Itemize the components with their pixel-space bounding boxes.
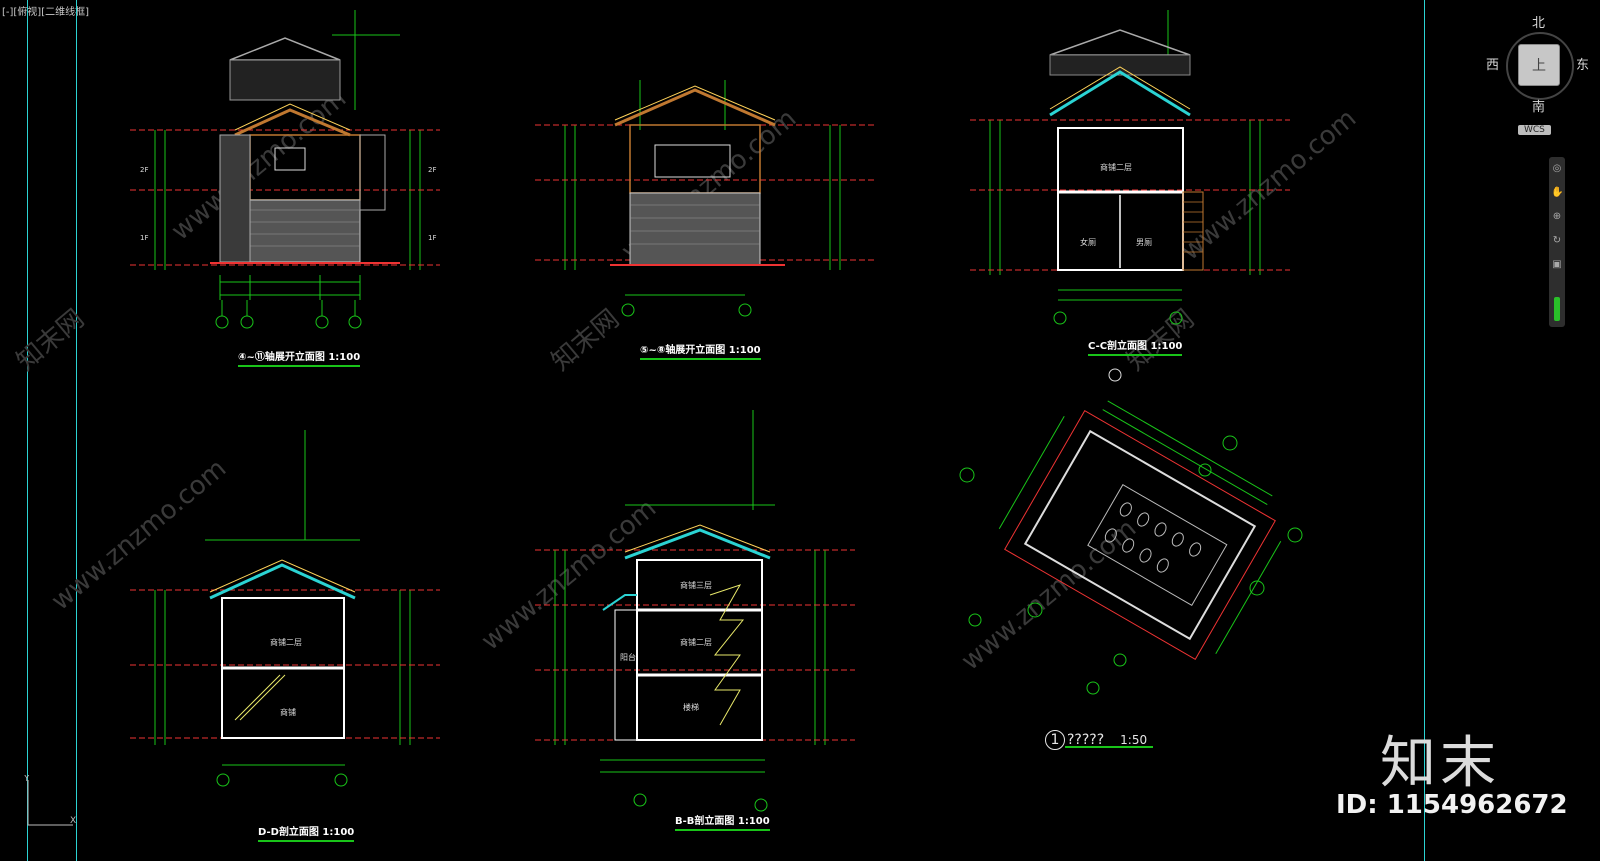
level-label-1f: 1F (140, 234, 148, 242)
room-label: 商铺三层 (680, 580, 712, 590)
viewport-controls-label[interactable]: [-][俯视][二维线框] (2, 7, 90, 18)
viewcube-east[interactable]: 东 (1576, 58, 1590, 73)
drawing-title-text: B-B剖立面图 1:100 (675, 816, 770, 827)
sheet-frame-right (1424, 0, 1425, 861)
section-drawing-b[interactable]: 商铺三层 商铺二层 楼梯 阳台 (515, 400, 895, 820)
room-label: 商铺二层 (680, 637, 712, 647)
viewcube-west[interactable]: 西 (1486, 58, 1500, 73)
room-label: 商铺 (280, 707, 296, 717)
viewcube-north[interactable]: 北 (1532, 16, 1546, 31)
full-navigation-wheel-icon[interactable]: ◎ (1552, 163, 1562, 174)
navbar-scroll-thumb[interactable] (1554, 297, 1560, 321)
pan-icon[interactable]: ✋ (1551, 187, 1564, 198)
plan-title: 1????? 1:50 (1045, 730, 1153, 750)
drawing-title-text: D-D剖立面图 1:100 (258, 827, 355, 838)
drawing-title: ⑤~⑧轴展开立面图 1:100 (640, 341, 761, 360)
room-label: 商铺二层 (270, 637, 302, 647)
drawing-title-text: ④~⑪轴展开立面图 1:100 (238, 352, 361, 363)
wcs-menu-button[interactable]: WCS (1518, 125, 1551, 135)
zoom-extents-icon[interactable]: ⊕ (1552, 211, 1562, 222)
plan-scale: 1:50 (1120, 733, 1148, 747)
room-label: 商铺二层 (1100, 162, 1132, 172)
svg-text:Y: Y (23, 775, 30, 784)
viewcube[interactable]: 北 西 东 南 上 WCS (1484, 8, 1594, 138)
room-label: 女厕 (1080, 237, 1096, 247)
sheet-frame-left (27, 0, 28, 861)
drawing-title: D-D剖立面图 1:100 (258, 823, 355, 842)
navigation-bar[interactable]: ◎ ✋ ⊕ ↻ ▣ (1549, 157, 1565, 327)
orbit-icon[interactable]: ↻ (1552, 235, 1562, 246)
watermark-diagonal-cn: 知末网 (11, 303, 91, 377)
watermark-logo: 知末 (1380, 731, 1500, 796)
plan-title-text: ????? (1067, 732, 1105, 748)
sheet-frame-inner-left (76, 0, 77, 861)
drawing-title-text: C-C剖立面图 1:100 (1088, 341, 1183, 352)
room-label: 楼梯 (683, 702, 699, 712)
viewcube-south[interactable]: 南 (1532, 100, 1546, 115)
watermark-id: ID: 1154962672 (1336, 790, 1568, 820)
room-label: 阳台 (620, 652, 636, 662)
ucs-icon: Y X (23, 775, 76, 826)
drawing-title: C-C剖立面图 1:100 (1088, 337, 1183, 356)
drawing-title-text: ⑤~⑧轴展开立面图 1:100 (640, 345, 761, 356)
level-label-2f: 2F (140, 166, 148, 174)
showmotion-icon[interactable]: ▣ (1552, 259, 1562, 270)
svg-text:X: X (70, 816, 76, 826)
section-drawing-c[interactable]: 商铺二层 女厕 男厕 (950, 10, 1310, 340)
drawing-title: B-B剖立面图 1:100 (675, 812, 770, 831)
room-label: 男厕 (1136, 238, 1152, 247)
plan-number: 1 (1045, 730, 1065, 750)
elevation-drawing-1[interactable]: 2F 1F 2F 1F (110, 0, 450, 360)
elevation-drawing-2[interactable] (515, 60, 895, 350)
section-drawing-d[interactable]: 商铺二层 商铺 (110, 420, 470, 800)
viewcube-top-face[interactable]: 上 (1518, 44, 1560, 86)
drawing-title: ④~⑪轴展开立面图 1:100 (238, 348, 361, 367)
rotated-floor-plan[interactable] (955, 360, 1335, 710)
level-label-2f: 2F (428, 166, 436, 174)
viewcube-compass-ring[interactable] (1506, 32, 1574, 100)
level-label-1f: 1F (428, 234, 436, 242)
